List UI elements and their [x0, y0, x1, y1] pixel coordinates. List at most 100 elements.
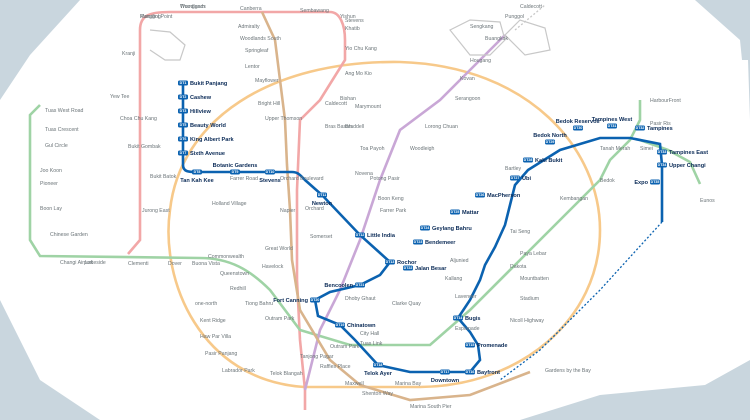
station-label-secondary: Clementi [128, 261, 148, 267]
station-marker[interactable] [453, 315, 463, 321]
station-label: Tampines West [592, 117, 633, 123]
station-label-secondary: Kent Ridge [200, 318, 226, 324]
station-code: DT35 [651, 180, 660, 184]
station-label: Cashew [190, 95, 212, 101]
station-code: DT14 [454, 316, 463, 320]
east-west-line-changi-branch [639, 138, 702, 185]
station-label-secondary: HarbourFront [650, 98, 681, 104]
station-marker[interactable] [317, 192, 327, 198]
station-label-secondary: Joo Koon [40, 168, 62, 174]
station-label-secondary: Simei [640, 146, 653, 152]
station-label-secondary: Punggol Point [140, 14, 173, 20]
station-marker[interactable] [178, 80, 188, 86]
station-marker[interactable] [178, 122, 188, 128]
station-label: Bedok North [533, 133, 567, 139]
station-marker[interactable] [650, 179, 660, 185]
station-marker[interactable] [403, 265, 413, 271]
station-marker[interactable] [310, 297, 320, 303]
station-label-secondary: Thanggam [180, 4, 205, 10]
station-label-secondary: Lavender [455, 294, 477, 300]
station-label-secondary: Lorong Chuan [425, 124, 458, 130]
station-marker[interactable] [373, 362, 383, 368]
station-label-secondary: Hougang [470, 58, 491, 64]
station-label-secondary: Kembangan [560, 196, 588, 202]
station-marker[interactable] [355, 282, 365, 288]
station-marker[interactable] [657, 149, 667, 155]
station-marker[interactable] [523, 157, 533, 163]
station-marker[interactable] [475, 192, 485, 198]
station-code: DT1 [180, 81, 187, 85]
station-label-secondary: Esplanade [455, 326, 480, 332]
station-label-secondary: Tuas Crescent [45, 127, 79, 133]
station-marker[interactable] [440, 369, 450, 375]
station-marker[interactable] [335, 322, 345, 328]
station-label-secondary: Raffles Place [320, 364, 351, 370]
station-label: Fort Canning [273, 298, 308, 304]
station-label-secondary: Springleaf [245, 48, 269, 54]
station-label-secondary: Marymount [355, 104, 382, 110]
station-label-secondary: Marina Bay [395, 381, 422, 387]
station-label-secondary: Bedok [600, 178, 615, 184]
station-label-secondary: Toa Payoh [360, 146, 385, 152]
station-label-secondary: Orchard [305, 206, 324, 212]
station-marker[interactable] [178, 94, 188, 100]
station-marker[interactable] [413, 239, 423, 245]
station-label: Kaki Bukit [535, 158, 562, 164]
station-label-secondary: Shenton Way [362, 391, 393, 397]
station-label-secondary: Braddell [345, 124, 364, 130]
station-marker[interactable] [178, 108, 188, 114]
station-code: DT31 [608, 124, 617, 128]
station-marker[interactable] [420, 225, 430, 231]
north-east-line [303, 34, 506, 391]
station-marker[interactable] [465, 369, 475, 375]
station-label: Upper Changi [669, 163, 706, 169]
station-label-secondary: Jurong East [142, 208, 170, 214]
station-label-secondary: Haw Par Villa [200, 334, 231, 340]
station-marker[interactable] [657, 162, 667, 168]
station-marker[interactable] [178, 136, 188, 142]
station-marker[interactable] [545, 139, 555, 145]
station-label: Newton [312, 201, 333, 207]
station-marker[interactable] [573, 125, 583, 131]
station-marker[interactable] [385, 259, 395, 265]
station-marker[interactable] [635, 125, 645, 131]
station-code: DT17 [441, 370, 450, 374]
station-label-secondary: Admiralty [238, 24, 260, 30]
station-code: DT33 [658, 150, 667, 154]
station-label: King Albert Park [190, 137, 235, 143]
station-label: MacPherson [487, 193, 521, 199]
station-marker[interactable] [355, 232, 365, 238]
station-label-secondary: Sembawang [300, 8, 329, 14]
station-code: DT13 [386, 260, 395, 264]
station-marker[interactable] [607, 123, 617, 129]
station-label-secondary: Changi Airport [60, 260, 93, 266]
station-label-secondary: Redhill [230, 286, 246, 292]
station-label-secondary: Pioneer [40, 181, 58, 187]
station-label: Stevens [259, 178, 280, 184]
station-marker[interactable] [230, 169, 240, 175]
station-label-secondary: Great World [265, 246, 293, 252]
station-code: DT2 [180, 95, 187, 99]
station-marker[interactable] [265, 169, 275, 175]
station-code: DT15 [466, 343, 475, 347]
station-marker[interactable] [450, 209, 460, 215]
station-label-secondary: Bishan [340, 96, 356, 102]
station-marker[interactable] [192, 169, 202, 175]
station-label-secondary: Bras Basah [325, 124, 352, 130]
station-label-secondary: Tuas Link [360, 341, 383, 347]
station-label-secondary: Sengkang [470, 24, 493, 30]
station-label: Hillview [190, 109, 211, 115]
station-label-secondary: Nicoll Highway [510, 318, 544, 324]
station-label-secondary: Woodlands [180, 4, 206, 10]
station-label-secondary: Eunos [700, 198, 715, 204]
station-marker[interactable] [465, 342, 475, 348]
station-label-secondary: Mayflower [255, 78, 279, 84]
station-marker[interactable] [510, 175, 520, 181]
station-label: Chinatown [347, 323, 376, 329]
station-label-secondary: Holland Village [212, 201, 247, 207]
station-marker[interactable] [178, 150, 188, 156]
station-label-secondary: Yio Chu Kang [345, 46, 377, 52]
station-code: DT12 [356, 233, 365, 237]
